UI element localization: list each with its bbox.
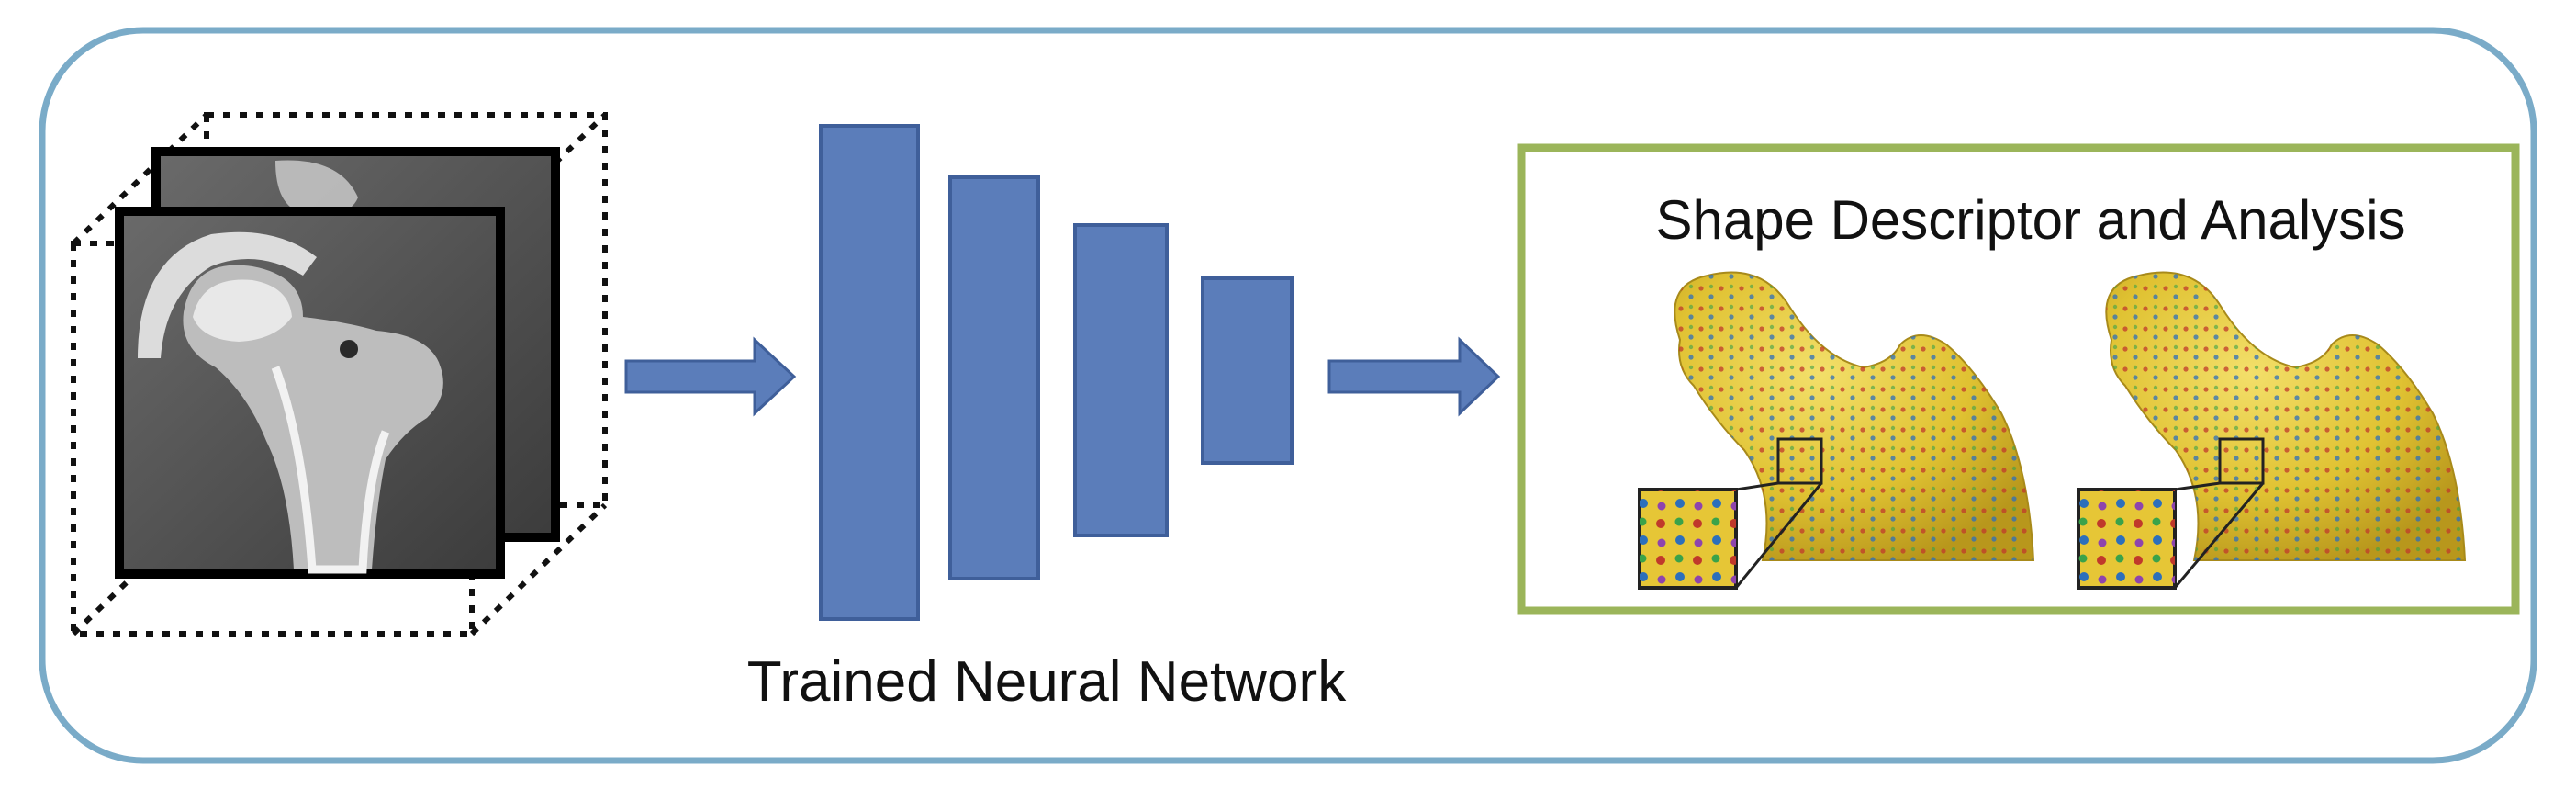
arrow-to-network (624, 336, 797, 417)
ct-slice-front (115, 207, 505, 579)
zoom-inset-1 (1638, 488, 1738, 590)
network-layer-2 (948, 175, 1040, 580)
output-panel: Shape Descriptor and Analysis (1517, 143, 2520, 615)
arrow-to-output (1327, 336, 1501, 417)
network-label: Trained Neural Network (747, 650, 1347, 714)
zoom-region-2 (2218, 437, 2265, 485)
femur-shape-1 (1638, 271, 2035, 590)
output-title: Shape Descriptor and Analysis (1655, 189, 2405, 251)
zoom-inset-2 (2077, 488, 2177, 590)
femur-shape-2 (2077, 271, 2467, 590)
zoom-region-1 (1776, 437, 1823, 485)
neural-network: Trained Neural Network (747, 124, 1347, 714)
network-layer-3 (1073, 223, 1169, 537)
outer-frame (39, 27, 2537, 764)
network-layer-1 (819, 124, 920, 621)
network-layer-4 (1201, 276, 1294, 465)
input-scan-stack (71, 112, 608, 637)
